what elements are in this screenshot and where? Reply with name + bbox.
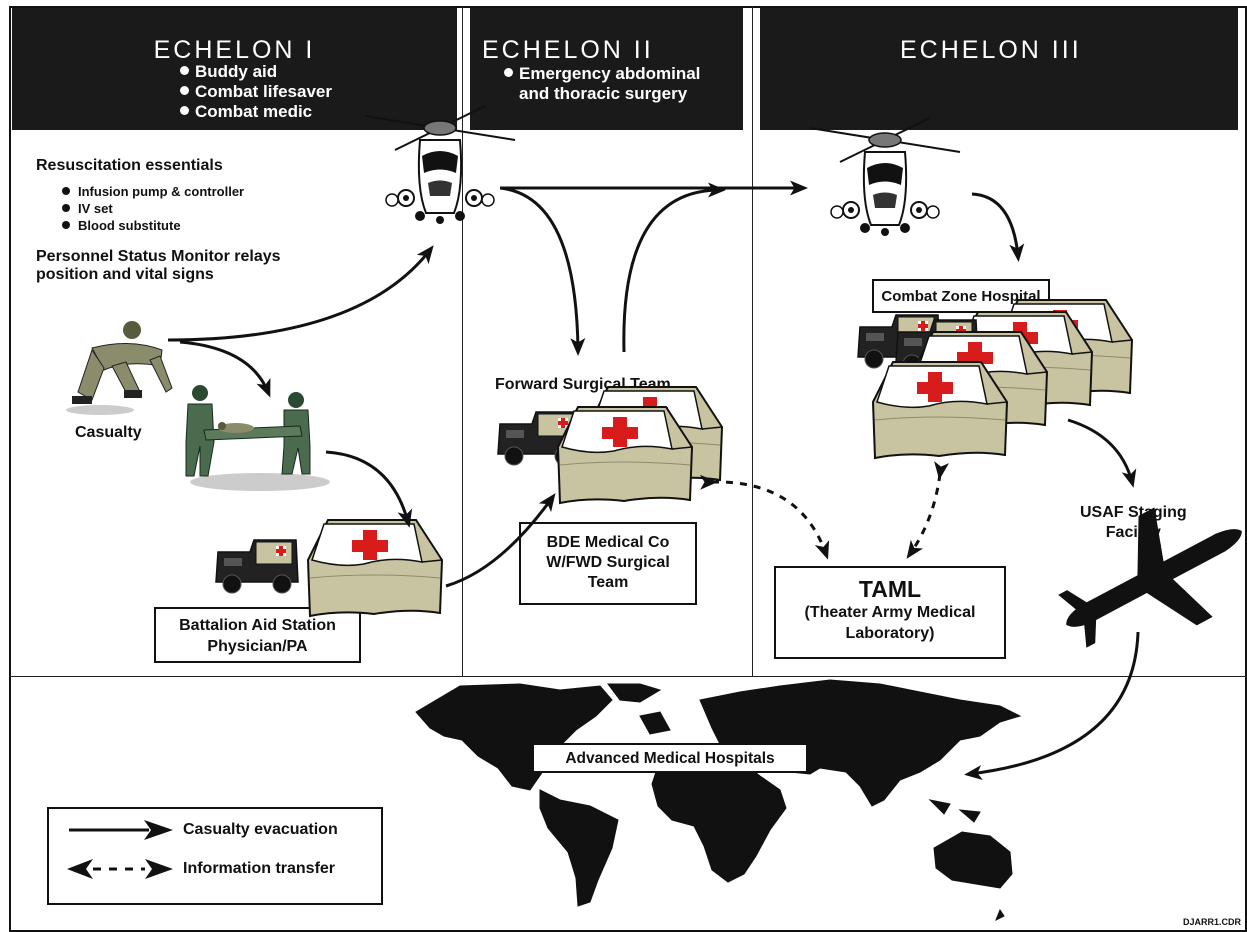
echelon-1-banner: ECHELON I Buddy aid Combat lifesaver Com…: [12, 8, 457, 130]
credit-label: DJARR1.CDR: [1183, 917, 1242, 927]
resuscitation-item: Infusion pump & controller: [62, 183, 244, 200]
echelon-2-banner: ECHELON II Emergency abdominal and thora…: [470, 8, 743, 130]
echelon-2-title: ECHELON II: [482, 36, 654, 64]
legend-box: Casualty evacuation Information transfer: [47, 807, 383, 905]
advanced-hospitals-box: Advanced Medical Hospitals: [532, 743, 808, 773]
legend-evacuation-label: Casualty evacuation: [183, 821, 338, 838]
divider-echelon-1-2: [462, 6, 463, 676]
legend-information-label: Information transfer: [183, 860, 336, 877]
echelon-1-title: ECHELON I: [153, 36, 316, 64]
casualty-label: Casualty: [75, 424, 142, 441]
echelon-1-item: Buddy aid: [180, 62, 332, 82]
divider-lower-panel: [9, 676, 1247, 677]
combat-zone-hospital-box: Combat Zone Hospital: [872, 279, 1050, 313]
resuscitation-item: IV set: [62, 200, 244, 217]
forward-surgical-team-label: Forward Surgical Team: [495, 376, 671, 393]
echelon-2-item: Emergency abdominal and thoracic surgery: [504, 64, 734, 104]
diagram-frame: [9, 6, 1247, 932]
echelon-3-banner: ECHELON III: [760, 8, 1238, 130]
resuscitation-list: Infusion pump & controller IV set Blood …: [62, 183, 244, 234]
taml-box: TAML (Theater Army Medical Laboratory): [774, 566, 1006, 659]
echelon-1-item: Combat lifesaver: [180, 82, 332, 102]
resuscitation-heading: Resuscitation essentials: [36, 157, 223, 174]
resuscitation-item: Blood substitute: [62, 217, 244, 234]
echelon-1-item: Combat medic: [180, 102, 332, 122]
echelon-3-title: ECHELON III: [900, 36, 1082, 64]
divider-echelon-2-3: [752, 6, 753, 676]
